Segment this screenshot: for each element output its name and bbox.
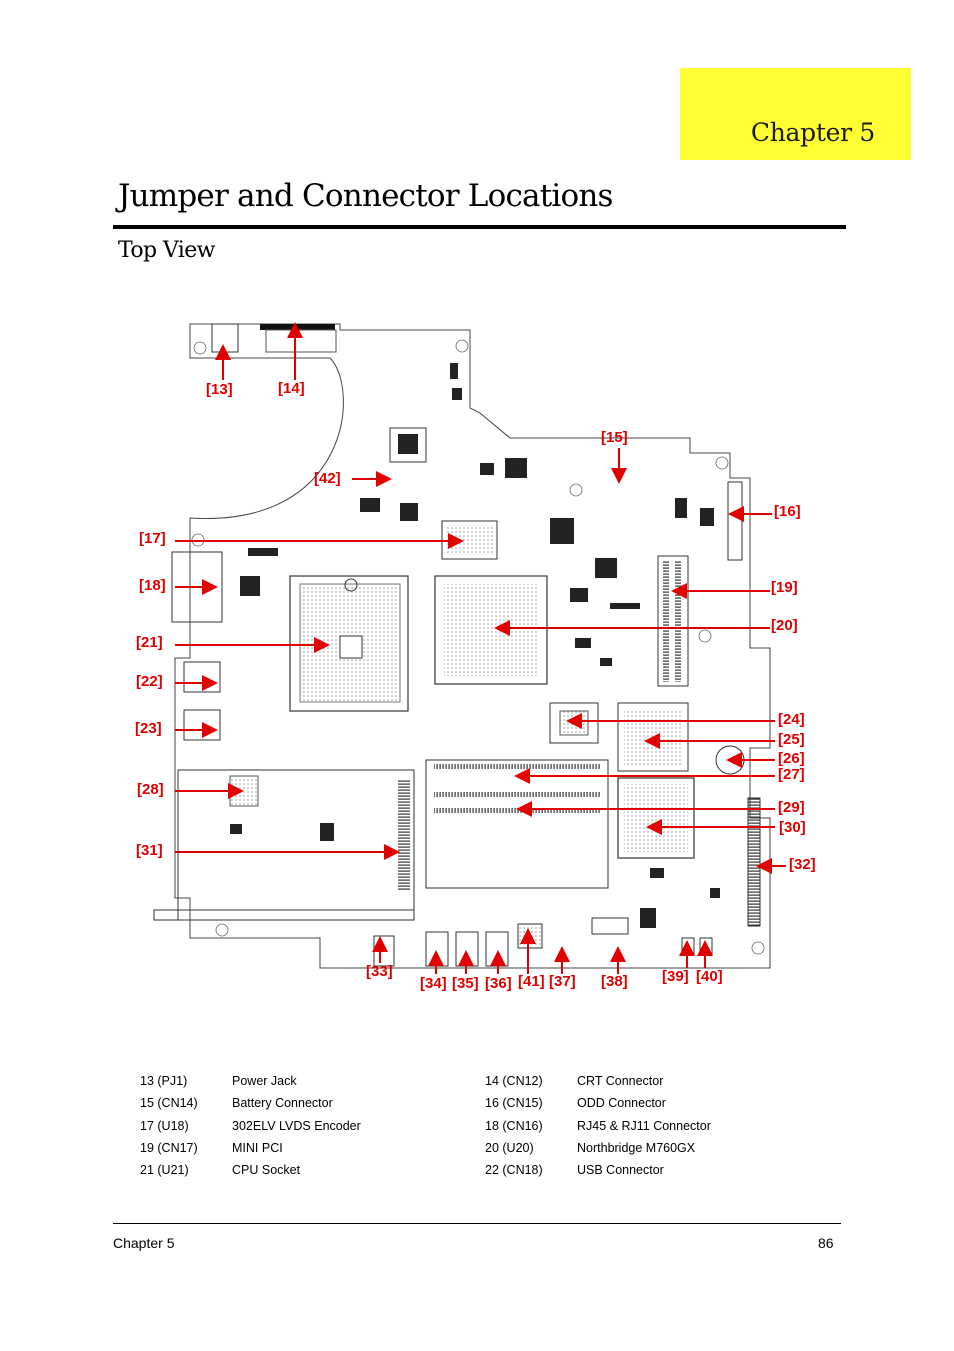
motherboard-diagram	[153, 322, 786, 974]
footer-rule	[113, 1223, 841, 1224]
legend-name: Battery Connector	[232, 1096, 333, 1111]
callout-31: [31]	[136, 842, 163, 859]
callout-19: [19]	[771, 579, 798, 596]
callout-14: [14]	[278, 380, 305, 397]
legend-row: 13 (PJ1) Power Jack 14 (CN12) CRT Connec…	[140, 1074, 760, 1096]
callout-22: [22]	[136, 673, 163, 690]
callout-20: [20]	[771, 617, 798, 634]
legend-ref: 15 (CN14)	[140, 1096, 198, 1111]
page-number: 86	[818, 1235, 834, 1251]
legend-ref: 21 (U21)	[140, 1163, 189, 1178]
callout-37: [37]	[549, 973, 576, 990]
callout-40: [40]	[696, 968, 723, 985]
legend-name: 302ELV LVDS Encoder	[232, 1118, 361, 1133]
legend-row: 15 (CN14) Battery Connector 16 (CN15) OD…	[140, 1096, 760, 1118]
legend-ref: 16 (CN15)	[485, 1096, 543, 1111]
callout-42: [42]	[314, 470, 341, 487]
motherboard-top-view-figure: [13] [14] [15] [16] [17] [18] [19] [20] …	[130, 318, 830, 998]
legend-name: Northbridge M760GX	[577, 1140, 696, 1155]
callout-18: [18]	[139, 577, 166, 594]
chapter-tab-label: Chapter 5	[750, 118, 875, 147]
connector-legend: 13 (PJ1) Power Jack 14 (CN12) CRT Connec…	[140, 1074, 760, 1185]
callout-17: [17]	[139, 530, 166, 547]
legend-row: 17 (U18) 302ELV LVDS Encoder 18 (CN16) R…	[140, 1119, 760, 1141]
legend-ref: 14 (CN12)	[485, 1074, 543, 1088]
callout-25: [25]	[778, 731, 805, 748]
callout-15: [15]	[601, 429, 628, 446]
legend-name: RJ45 & RJ11 Connector	[577, 1118, 711, 1133]
legend-ref: 22 (CN18)	[485, 1163, 543, 1178]
legend-name: CRT Connector	[577, 1074, 664, 1088]
callout-27: [27]	[778, 766, 805, 783]
callout-32: [32]	[789, 856, 816, 873]
callout-13: [13]	[206, 381, 233, 398]
legend-name: MINI PCI	[232, 1140, 283, 1155]
legend-ref: 20 (U20)	[485, 1140, 534, 1155]
legend-name: ODD Connector	[577, 1096, 666, 1111]
callout-33: [33]	[366, 963, 393, 980]
callout-34: [34]	[420, 975, 447, 992]
callout-29: [29]	[778, 799, 805, 816]
callout-23: [23]	[135, 720, 162, 737]
legend-name: Power Jack	[232, 1074, 297, 1088]
legend-name: USB Connector	[577, 1163, 664, 1178]
legend-ref: 18 (CN16)	[485, 1118, 543, 1133]
callout-21: [21]	[136, 634, 163, 651]
callout-41: [41]	[518, 973, 545, 990]
legend-row: 21 (U21) CPU Socket 22 (CN18) USB Connec…	[140, 1163, 760, 1185]
chapter-tab: Chapter 5	[680, 68, 911, 160]
callout-38: [38]	[601, 973, 628, 990]
callout-26: [26]	[778, 750, 805, 767]
page-title: Jumper and Connector Locations	[118, 178, 613, 214]
callout-16: [16]	[774, 503, 801, 520]
legend-row: 19 (CN17) MINI PCI 20 (U20) Northbridge …	[140, 1141, 760, 1163]
callout-28: [28]	[137, 781, 164, 798]
callout-36: [36]	[485, 975, 512, 992]
callout-39: [39]	[662, 968, 689, 985]
title-rule	[113, 225, 846, 229]
callout-35: [35]	[452, 975, 479, 992]
legend-name: CPU Socket	[232, 1163, 301, 1178]
legend-ref: 13 (PJ1)	[140, 1074, 188, 1088]
legend-ref: 19 (CN17)	[140, 1140, 198, 1155]
section-title: Top View	[118, 238, 215, 263]
callout-30: [30]	[779, 819, 806, 836]
footer-chapter: Chapter 5	[113, 1235, 175, 1251]
callout-24: [24]	[778, 711, 805, 728]
legend-ref: 17 (U18)	[140, 1118, 189, 1133]
